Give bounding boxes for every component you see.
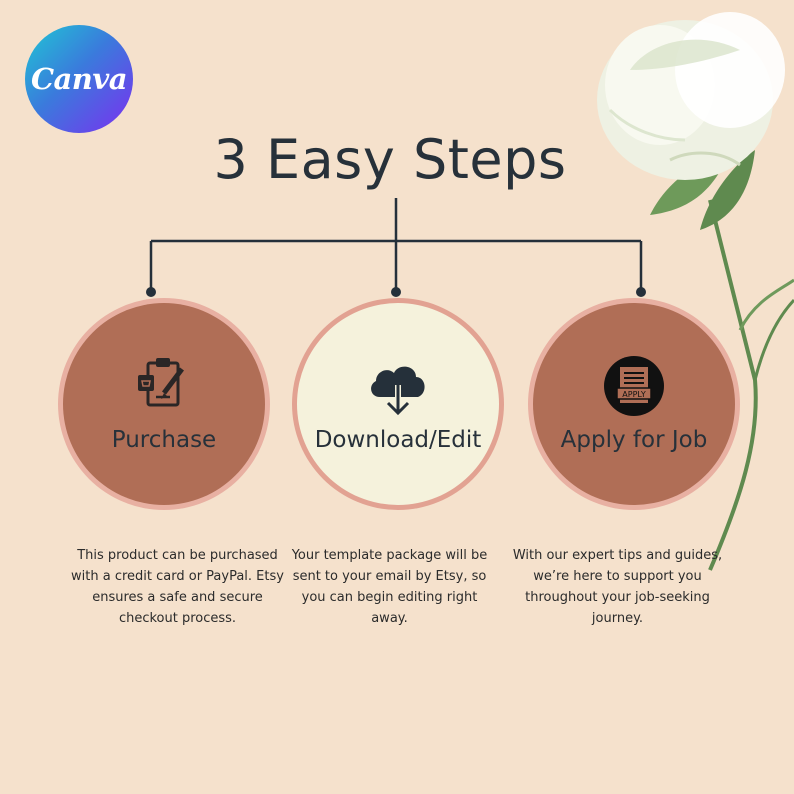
step-download-edit: Download/Edit xyxy=(292,298,504,510)
step-circle: Download/Edit xyxy=(297,303,499,505)
canva-logo: Canva xyxy=(25,25,133,133)
step-circle: Purchase xyxy=(63,303,265,505)
step-description-download-edit: Your template package will be sent to yo… xyxy=(291,548,488,626)
step-purchase: Purchase xyxy=(58,298,270,510)
flower-illustration xyxy=(597,12,794,571)
apply-icon-text: APPLY xyxy=(622,390,646,399)
step-label: Apply for Job xyxy=(560,427,708,453)
step-description-purchase: This product can be purchased with a cre… xyxy=(71,548,284,626)
step-connector-lines xyxy=(146,198,646,297)
clipboard-pencil-icon xyxy=(134,355,194,417)
page-title: 3 Easy Steps xyxy=(213,128,567,191)
step-circle: APPLY Apply for Job xyxy=(533,303,735,505)
step-label: Purchase xyxy=(111,427,217,453)
step-apply-for-job: APPLY Apply for Job xyxy=(528,298,740,510)
cloud-download-icon xyxy=(366,355,430,423)
step-label: Download/Edit xyxy=(314,427,482,453)
step-description-apply-for-job: With our expert tips and guides, we’re h… xyxy=(512,548,723,626)
canva-logo-text: Canva xyxy=(30,62,128,96)
apply-document-icon: APPLY xyxy=(603,355,665,421)
